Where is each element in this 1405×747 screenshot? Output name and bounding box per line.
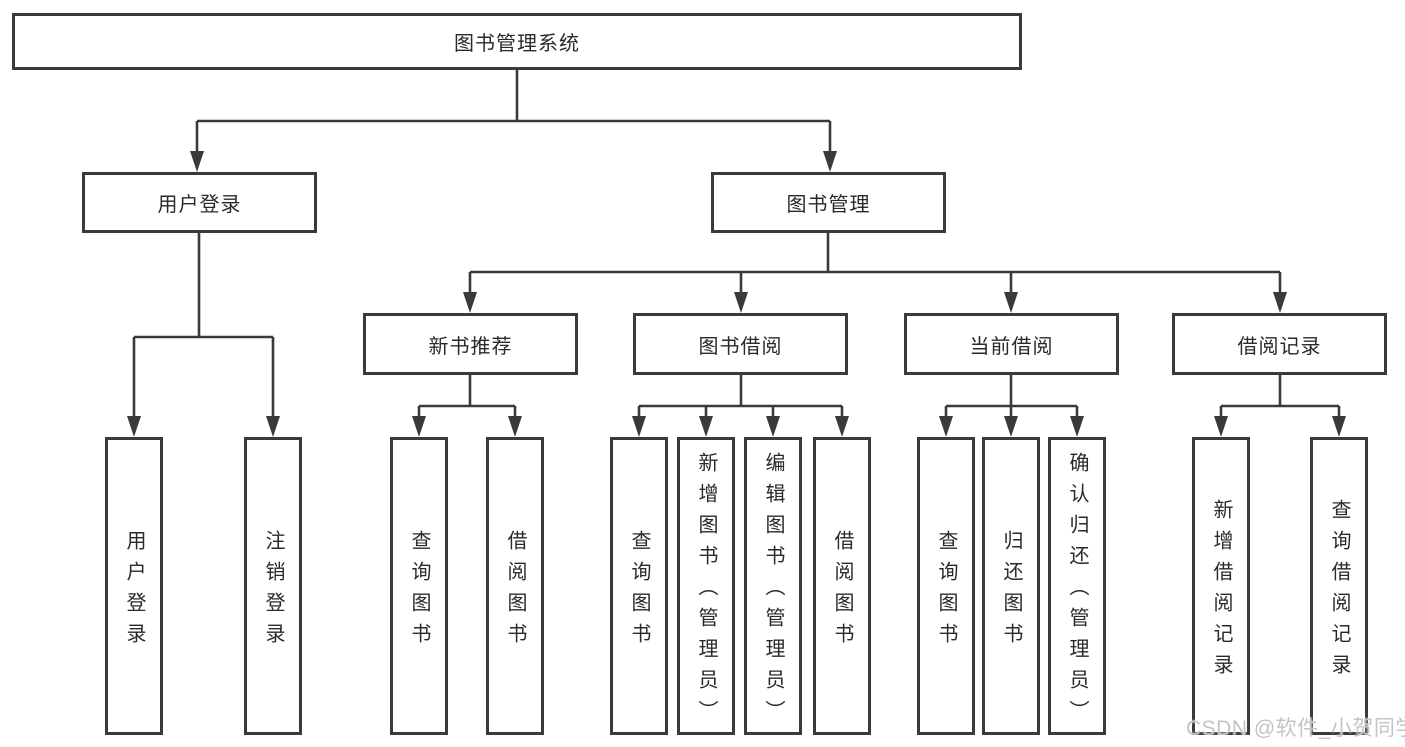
leaf-borrow-borrow-books: 借阅图书: [813, 437, 871, 735]
leaf-records-query-record: 查询借阅记录: [1310, 437, 1368, 735]
leaf-borrow-edit-books-admin: 编辑图书（管理员）: [744, 437, 802, 735]
node-book-borrow: 图书借阅: [633, 313, 848, 375]
leaf-borrow-add-books-admin: 新增图书（管理员）: [677, 437, 735, 735]
node-label: 图书管理: [786, 194, 871, 216]
node-user-login: 用户登录: [82, 172, 317, 233]
node-new-book-recommend: 新书推荐: [363, 313, 578, 375]
node-label: 借阅记录: [1237, 335, 1322, 358]
node-book-management: 图书管理: [711, 172, 946, 233]
node-label: 借阅图书: [504, 529, 526, 654]
leaf-newrec-query-books: 查询图书: [390, 437, 448, 735]
leaf-current-confirm-return-admin: 确认归还（管理员）: [1048, 437, 1106, 735]
node-label: 新书推荐: [428, 335, 513, 358]
node-label: 新增借阅记录: [1210, 498, 1232, 685]
node-label: 归还图书: [1000, 529, 1022, 654]
leaf-current-query-books: 查询图书: [917, 437, 975, 735]
node-label: 查询图书: [408, 529, 430, 654]
node-label: 查询图书: [628, 529, 650, 654]
node-label: 图书管理系统: [454, 33, 580, 55]
leaf-newrec-borrow-books: 借阅图书: [486, 437, 544, 735]
arrowhead-icons: [127, 151, 1346, 437]
csdn-watermark: CSDN @软件_小贺同学: [1186, 717, 1405, 740]
node-label: 确认归还（管理员）: [1066, 452, 1088, 731]
node-label: 用户登录: [157, 194, 242, 216]
node-label: 当前借阅: [969, 335, 1054, 358]
node-current-borrow: 当前借阅: [904, 313, 1119, 375]
node-label: 查询借阅记录: [1328, 498, 1350, 685]
leaf-logout: 注销登录: [244, 437, 302, 735]
node-label: 图书借阅: [698, 335, 783, 358]
leaf-current-return-books: 归还图书: [982, 437, 1040, 735]
node-label: 新增图书（管理员）: [695, 452, 717, 731]
node-label: 用户登录: [123, 529, 145, 654]
leaf-records-add-record: 新增借阅记录: [1192, 437, 1250, 735]
leaf-borrow-query-books: 查询图书: [610, 437, 668, 735]
node-borrow-records: 借阅记录: [1172, 313, 1387, 375]
node-label: 借阅图书: [831, 529, 853, 654]
node-label: 编辑图书（管理员）: [762, 452, 784, 731]
node-root-system: 图书管理系统: [12, 13, 1022, 70]
leaf-user-login: 用户登录: [105, 437, 163, 735]
node-label: 注销登录: [262, 529, 284, 654]
node-label: 查询图书: [935, 529, 957, 654]
